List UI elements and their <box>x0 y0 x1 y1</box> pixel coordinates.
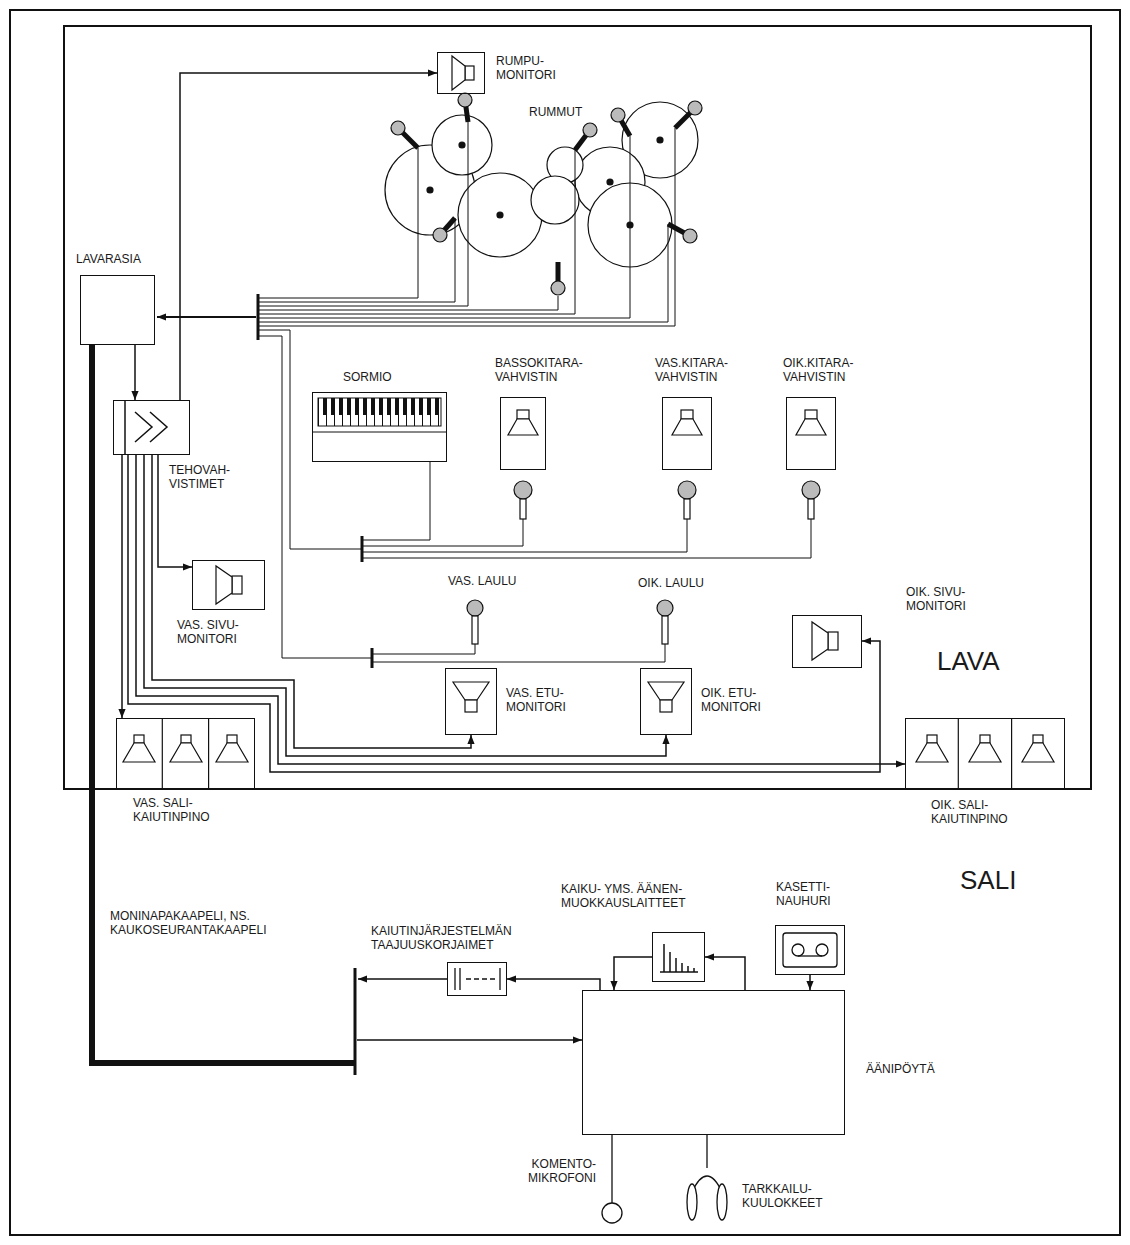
node-label: OIK. ETU- MONITORI <box>701 687 789 715</box>
right-speaker-stack: OIK. SALI- KAIUTINPINO <box>905 718 1065 790</box>
keyboard: SORMIO <box>312 392 447 462</box>
system-equalizer: KAIUTINJÄRJESTELMÄN TAAJUUSKORJAIMET <box>447 962 507 996</box>
left-front-monitor: VAS. ETU- MONITORI <box>445 668 497 735</box>
connector-line <box>809 975 811 990</box>
right-guitar-amplifier: OIK.KITARA- VAHVISTIN <box>786 397 836 470</box>
mixing-console: ÄÄNIPÖYTÄ <box>582 990 845 1135</box>
cassette-recorder: KASETTI- NAUHURI <box>775 925 845 975</box>
node-label: OIK.KITARA- VAHVISTIN <box>783 357 887 385</box>
connector-line <box>144 455 666 756</box>
drum-microphones <box>391 93 702 295</box>
drum-monitor: RUMPU- MONITORI <box>437 52 485 94</box>
monitor-speakers <box>216 56 838 712</box>
node-label: VAS. ETU- MONITORI <box>506 687 594 715</box>
signal-connector <box>180 73 437 400</box>
node-label: VAS.KITARA- VAHVISTIN <box>655 357 759 385</box>
cable-label: MONINAPAKAAPELI, NS. KAUKOSEURANTAKAAPEL… <box>110 910 325 938</box>
signal-connector <box>144 455 666 756</box>
right-side-monitor: OIK. SIVU- MONITORI <box>792 615 862 668</box>
amp-symbol <box>125 400 167 455</box>
node-label: ÄÄNIPÖYTÄ <box>866 1063 935 1077</box>
drum-mic-wires <box>258 122 675 326</box>
headphones-label: TARKKAILU- KUULOKKEET <box>742 1183 854 1211</box>
node-label: VAS. SALI- KAIUTINPINO <box>133 797 237 825</box>
node-label: LAVARASIA <box>76 253 141 267</box>
cable-junction <box>355 968 447 1075</box>
connector-line <box>180 73 437 400</box>
signal-connector <box>135 345 136 400</box>
microphone-label: VAS. LAULU <box>448 575 516 589</box>
node-label: RUMPU- MONITORI <box>496 55 578 83</box>
connector-line <box>705 957 745 990</box>
connector-line <box>128 455 880 772</box>
signal-connector <box>614 957 652 990</box>
node-label: BASSOKITARA- VAHVISTIN <box>495 357 607 385</box>
signal-connector <box>507 979 600 990</box>
speaker-stacks <box>123 718 1054 790</box>
left-speaker-stack: VAS. SALI- KAIUTINPINO <box>116 718 255 790</box>
node-label: KASETTI- NAUHURI <box>776 881 854 909</box>
outer-frame <box>10 10 1120 1235</box>
cassette-symbol <box>783 933 837 967</box>
right-front-monitor: OIK. ETU- MONITORI <box>640 668 692 735</box>
connector-line <box>357 1039 582 1041</box>
signal-connector <box>705 957 745 990</box>
stage-box: LAVARASIA <box>80 275 155 345</box>
node-label: VAS. SIVU- MONITORI <box>177 619 265 647</box>
connector-line <box>507 979 600 990</box>
drum-kit <box>385 102 698 267</box>
microphone-label: KOMENTO- MIKROFONI <box>488 1158 596 1186</box>
signal-connector <box>810 975 811 990</box>
node-label: TEHOVAH- VISTIMET <box>169 464 251 492</box>
effects-symbol <box>660 944 698 972</box>
microphone-label: OIK. LAULU <box>638 577 704 591</box>
connector-line <box>92 345 355 1063</box>
talkback-microphone <box>602 1135 622 1223</box>
connector-line <box>134 345 136 400</box>
area-label: SALI <box>960 866 1016 896</box>
instrument-amp-speakers <box>508 410 826 435</box>
node-label: KAIKU- YMS. ÄÄNEN- MUOKKAUSLAITTEET <box>561 883 713 911</box>
bass-amplifier: BASSOKITARA- VAHVISTIN <box>500 397 546 470</box>
signal-connector <box>122 455 123 718</box>
keyboard-symbol <box>312 398 447 432</box>
left-side-monitor: VAS. SIVU- MONITORI <box>192 560 265 610</box>
node-label: KAIUTINJÄRJESTELMÄN TAAJUUSKORJAIMET <box>371 925 539 953</box>
connector-line <box>614 957 652 990</box>
node-label: OIK. SIVU- MONITORI <box>906 586 996 614</box>
instrument-microphones <box>514 481 820 519</box>
equalizer-symbol <box>455 968 500 990</box>
stage-area: LAVA RUMPU- MONITORI LAVARASIA TEHOVAH- VIS… <box>63 25 1092 790</box>
drum-label: RUMMUT <box>527 106 584 120</box>
node-label: OIK. SALI- KAIUTINPINO <box>931 799 1035 827</box>
signal-connector <box>128 455 880 772</box>
vocal-microphones <box>467 600 673 644</box>
node-label: LAVA <box>937 647 1000 677</box>
left-guitar-amplifier: VAS.KITARA- VAHVISTIN <box>662 397 712 470</box>
connector-line <box>121 455 123 718</box>
effects-unit: KAIKU- YMS. ÄÄNEN- MUOKKAUSLAITTEET <box>652 932 705 982</box>
node-label: SORMIO <box>343 371 392 385</box>
headphones <box>687 1135 727 1220</box>
power-amplifiers: TEHOVAH- VISTIMET <box>113 400 190 455</box>
stage-junctions <box>157 294 811 668</box>
